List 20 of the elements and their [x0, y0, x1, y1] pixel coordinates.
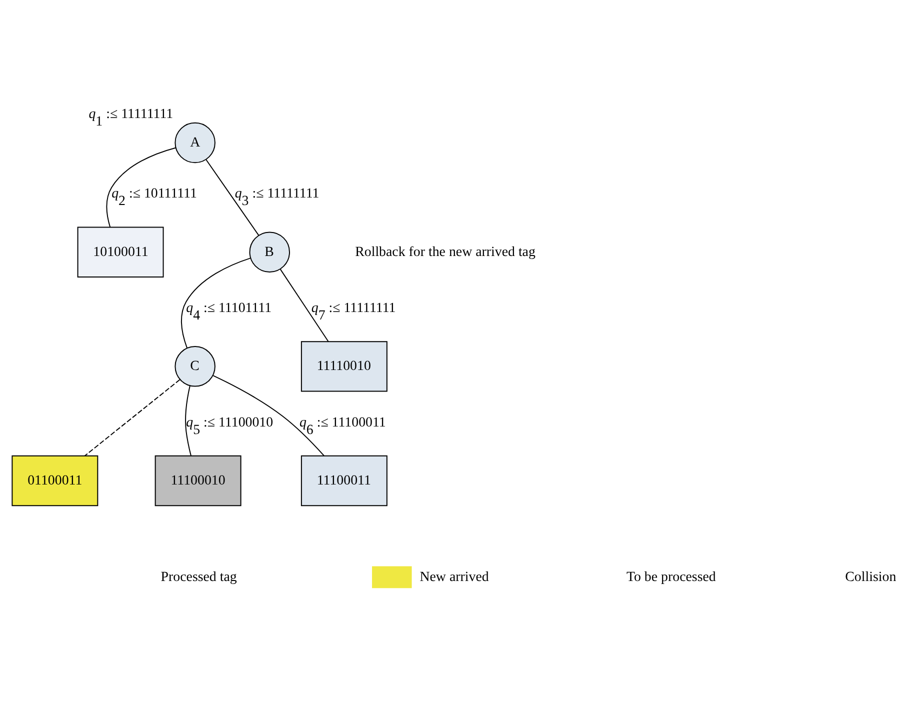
legend-label: Processed tag — [160, 570, 237, 585]
node-box: 11110010 — [300, 341, 388, 392]
connector — [206, 159, 260, 236]
legend-label: To be processed — [626, 570, 716, 585]
connector — [185, 385, 192, 456]
node-circle: A — [174, 122, 216, 164]
node-circle: C — [174, 346, 216, 387]
connector — [212, 375, 324, 456]
label: Rollback for the new arrived tag — [355, 244, 536, 260]
node-box: 01100011 — [12, 455, 98, 506]
connector — [280, 268, 329, 342]
node-circle: B — [249, 232, 290, 272]
node-box: 11100010 — [154, 455, 242, 506]
legend-label: Collision — [845, 570, 896, 585]
connector — [181, 258, 251, 349]
node-box: 10100011 — [77, 226, 164, 278]
legend-label: New arrived — [420, 570, 489, 585]
node-box: 11100011 — [300, 455, 388, 506]
connector — [84, 379, 180, 456]
connector — [106, 147, 176, 228]
